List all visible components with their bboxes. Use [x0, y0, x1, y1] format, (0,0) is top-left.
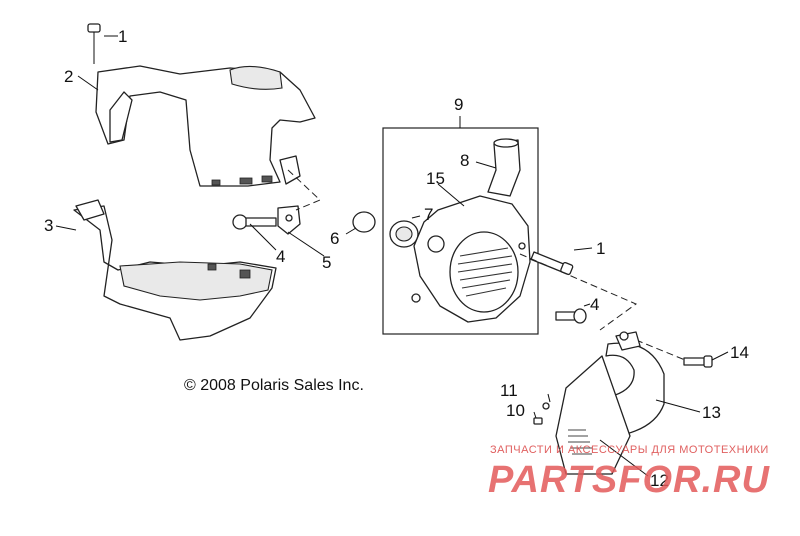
- callout-4-right: 4: [590, 295, 599, 314]
- callout-2: 2: [64, 67, 73, 86]
- fan-housing-kit-box: [382, 116, 539, 335]
- screen-part: [555, 355, 631, 475]
- callout-10: 10: [506, 401, 525, 420]
- callout-6: 6: [330, 229, 339, 248]
- callout-13: 13: [702, 403, 721, 422]
- callout-12: 12: [650, 471, 669, 490]
- screw-right-part: [530, 251, 574, 276]
- washer-part: [542, 402, 550, 410]
- callout-8: 8: [460, 151, 469, 170]
- callout-15: 15: [426, 169, 445, 188]
- callout-1-right: 1: [596, 239, 605, 258]
- ring-part: [389, 220, 419, 248]
- callout-1-top: 1: [118, 27, 127, 46]
- callout-7: 7: [424, 205, 433, 224]
- assembly-line-bracket: [635, 339, 691, 363]
- callout-14: 14: [730, 343, 749, 362]
- callout-4-left: 4: [276, 247, 285, 266]
- screw-far-right-part: [683, 355, 713, 368]
- callout-9: 9: [454, 95, 463, 114]
- callout-11: 11: [500, 381, 518, 400]
- lower-shroud-part: [73, 199, 277, 341]
- screw-top-left-part: [87, 23, 101, 64]
- callout-3: 3: [44, 216, 53, 235]
- assembly-line-right: [519, 253, 638, 331]
- fan-housing-part: [411, 195, 531, 323]
- callout-5: 5: [322, 253, 331, 272]
- upper-shroud-part: [95, 65, 316, 187]
- watermark: ЗАПЧАСТИ И АКСЕССУАРЫ ДЛЯ МОТОТЕХНИКИ PA…: [488, 444, 770, 501]
- bracket-part: [277, 205, 301, 235]
- assembly-line-left: [287, 169, 321, 211]
- watermark-tagline: ЗАПЧАСТИ И АКСЕССУАРЫ ДЛЯ МОТОТЕХНИКИ: [490, 444, 769, 456]
- duct-part: [487, 138, 521, 197]
- bolt-left-part: [232, 214, 277, 230]
- bolt-right-part: [555, 308, 587, 324]
- copyright-text: © 2008 Polaris Sales Inc.: [184, 377, 364, 394]
- watermark-logo: PARTSFOR.RU: [488, 459, 770, 501]
- leader-lines: [55, 35, 729, 477]
- plug-part: [352, 211, 376, 233]
- small-screw-part: [533, 417, 543, 425]
